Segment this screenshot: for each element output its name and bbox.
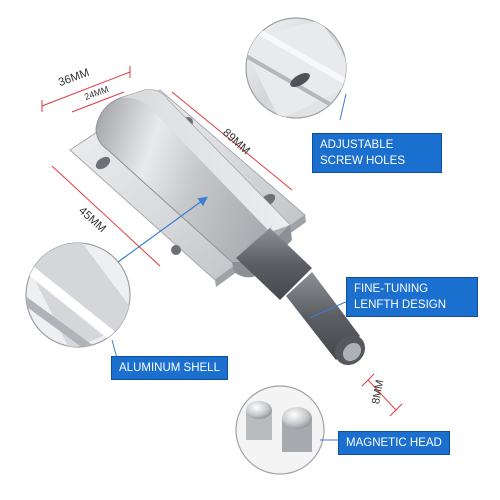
screw-hole-3 bbox=[171, 245, 181, 255]
callout-fine-tuning-length: FINE-TUNING LENFTH DESIGN bbox=[346, 277, 478, 317]
zoom-magnetic-head bbox=[235, 385, 325, 475]
zoom-shell bbox=[25, 242, 131, 348]
callout-adjustable-screw-holes: ADJUSTABLE SCREW HOLES bbox=[312, 133, 442, 173]
callout-screw-holes-text: ADJUSTABLE SCREW HOLES bbox=[320, 139, 405, 167]
zoom-screw-holes bbox=[245, 17, 347, 119]
plunger bbox=[236, 224, 366, 366]
shell-pointer-line bbox=[117, 196, 208, 263]
magnet-tip bbox=[342, 342, 362, 362]
callout-shell-text: ALUMINUM SHELL bbox=[119, 362, 220, 374]
dimension-lines bbox=[41, 66, 403, 417]
callout-magnetic-head: MAGNETIC HEAD bbox=[338, 431, 450, 455]
callout-fine-tuning-text: FINE-TUNING LENFTH DESIGN bbox=[354, 283, 447, 311]
screw-hole-zoom bbox=[290, 73, 310, 88]
screw-hole-1 bbox=[95, 156, 111, 170]
callout-aluminum-shell: ALUMINUM SHELL bbox=[111, 356, 228, 380]
callout-magnetic-head-text: MAGNETIC HEAD bbox=[346, 437, 442, 449]
